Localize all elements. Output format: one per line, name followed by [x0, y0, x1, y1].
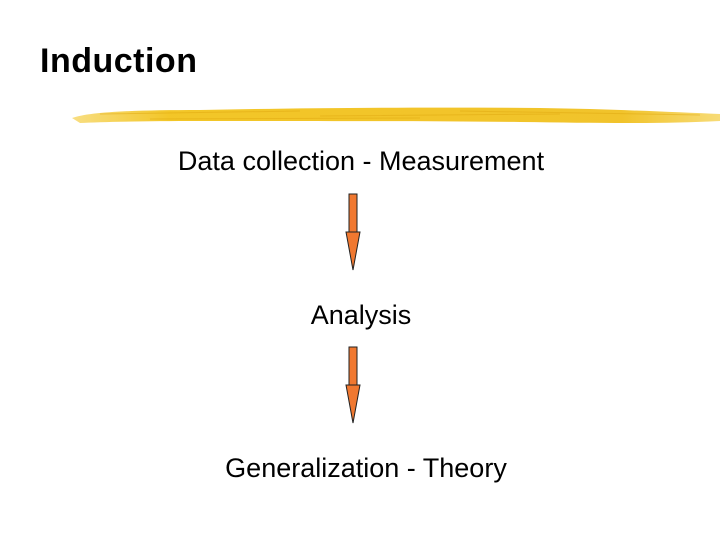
step-analysis: Analysis — [310, 300, 412, 330]
step-generalization: Generalization - Theory — [225, 453, 507, 483]
step-data-collection: Data collection - Measurement — [177, 146, 545, 176]
down-arrow-icon — [345, 346, 361, 424]
brushstroke-texture — [99, 110, 701, 120]
down-arrow-icon — [345, 193, 361, 271]
slide-title: Induction — [40, 42, 198, 80]
title-underline-brushstroke — [72, 107, 720, 123]
